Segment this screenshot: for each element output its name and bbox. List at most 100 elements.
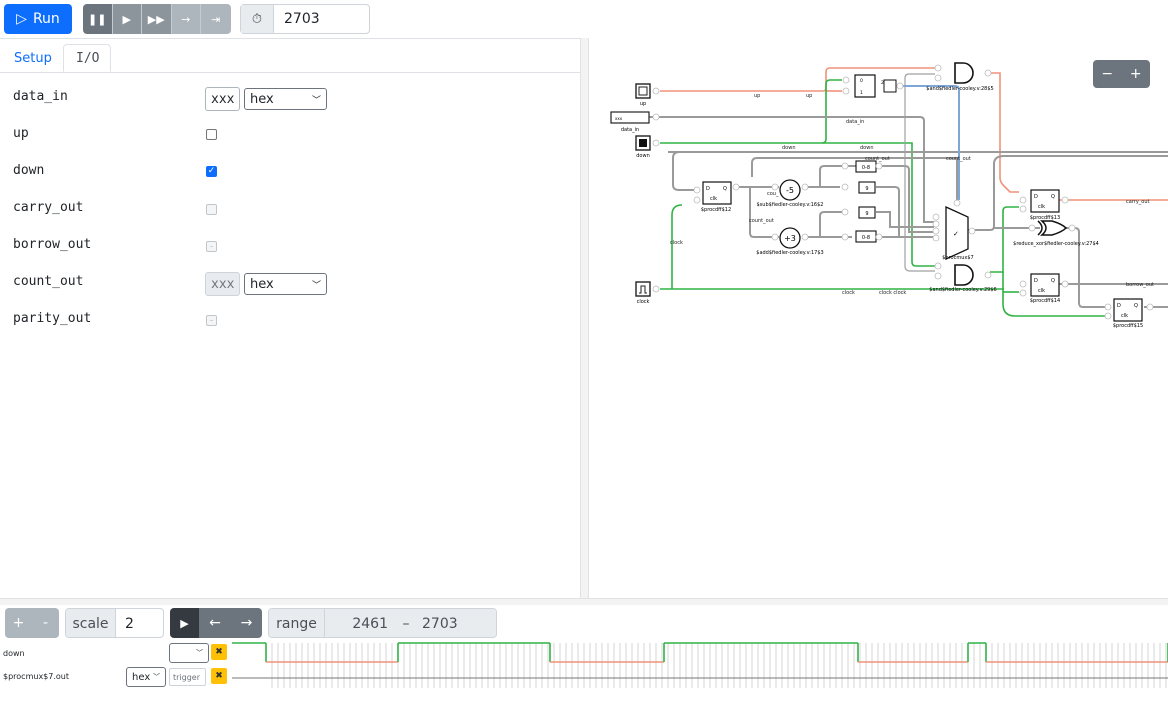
io-label-down: down (13, 163, 45, 178)
input-up-label: up (640, 101, 646, 107)
xor-label: $reduce_xor$fiedler-cooley.v:27$4 (1013, 241, 1099, 247)
concat-cell (854, 74, 876, 98)
dff-14-clk: clk (1038, 288, 1045, 294)
wire-label-count-out-2: count_out (946, 156, 971, 162)
io-label-up: up (13, 126, 29, 141)
pause-icon: ❚❚ (88, 12, 107, 26)
data-in-format-select[interactable]: hex﹀ (244, 88, 327, 110)
arrow-to-end-icon: ⇥ (211, 12, 221, 26)
dff-12-clk: clk (710, 196, 717, 202)
run-button[interactable]: ▷ Run (4, 4, 72, 34)
wire-label-carry-out: carry_out (1126, 199, 1150, 205)
wave-procmux-trigger-input[interactable]: trigger (169, 668, 206, 686)
data-in-value-input[interactable]: xxx (205, 87, 241, 111)
dff-15 (1113, 298, 1143, 322)
close-icon: ✖ (215, 671, 223, 681)
input-clock-label: clock (637, 299, 650, 305)
timer-icon: ⏱ (241, 5, 274, 33)
time-value: 2703 (284, 11, 320, 27)
wire-label-up-2: up (806, 93, 812, 99)
scale-value-input[interactable]: 2 (125, 616, 134, 632)
wave-procmux-format-select[interactable]: hex﹀ (126, 667, 166, 687)
wave-zoom-group: + - (5, 608, 59, 638)
input-data-in[interactable] (610, 111, 650, 124)
wire-label-count-out-3: count_out (749, 218, 774, 224)
circuit-diagram: up xxx data_in down clock $and$fiedler-c… (610, 62, 1168, 329)
const-a (858, 181, 876, 194)
dff-15-clk: clk (1121, 313, 1128, 319)
io-label-parity-out: parity_out (13, 311, 92, 326)
range-label: range (269, 609, 325, 637)
dff-13 (1030, 189, 1060, 213)
input-data-in-value: xxx (615, 116, 623, 121)
dff-12-q: Q (723, 186, 727, 192)
carry-out-checkbox (206, 204, 217, 215)
up-checkbox[interactable] (206, 129, 217, 140)
chevron-down-icon: ﹀ (153, 673, 160, 681)
parity-out-checkbox: – (206, 315, 217, 326)
wave-live-button[interactable]: ▶ (170, 608, 199, 638)
wire-label-clock-3: clock clock (879, 290, 906, 296)
step-button[interactable]: → (171, 4, 201, 34)
wave-name-procmux: $procmux$7.out (3, 672, 69, 681)
wave-zoom-in-button[interactable]: + (5, 608, 32, 638)
const-b-text: 9 (865, 211, 868, 217)
wave-nav-group: ▶ ← → (170, 608, 262, 638)
wire-label-clock-2: clock (842, 290, 855, 296)
count-out-format-select[interactable]: hex﹀ (244, 273, 327, 295)
tab-bar: Setup I/O (0, 42, 580, 73)
wave-back-button[interactable]: ← (199, 608, 231, 638)
pause-button[interactable]: ❚❚ (83, 4, 113, 34)
wire-label-count-out-1: count_out (865, 156, 890, 162)
dff-15-d: D (1117, 303, 1121, 309)
sub-op: -5 (786, 186, 794, 195)
wire-label-down-2: down (860, 145, 874, 151)
down-checkbox[interactable]: ✓ (206, 166, 217, 177)
and-gate-1-label: $and$fiedler-cooley.v:28$5 (926, 86, 993, 92)
wave-forward-button[interactable]: → (231, 608, 262, 638)
tab-setup[interactable]: Setup (14, 50, 52, 66)
slice-a-text: 0-8 (862, 165, 870, 171)
const-a-text: 9 (865, 186, 868, 192)
wave-zoom-out-button[interactable]: - (32, 608, 59, 638)
fast-forward-button[interactable]: ▶▶ (142, 4, 172, 34)
fast-forward-icon: ▶▶ (147, 12, 165, 26)
wire-label-cou: cou_ (767, 191, 779, 197)
wave-down-format-select[interactable]: ﹀ (169, 643, 209, 663)
zoom-out-button[interactable]: − (1101, 66, 1114, 82)
wave-down-remove-button[interactable]: ✖ (211, 644, 227, 660)
io-label-carry-out: carry_out (13, 200, 84, 215)
xor-gate (1040, 220, 1068, 236)
io-label-count-out: count_out (13, 274, 84, 289)
range-group: range 2461 – 2703 (268, 608, 497, 638)
mux-check: ✓ (953, 230, 959, 238)
play-button[interactable]: ▶ (112, 4, 142, 34)
play-icon: ▶ (180, 616, 189, 630)
close-icon: ✖ (215, 647, 223, 657)
left-panel (0, 38, 580, 599)
const-b (858, 206, 876, 219)
sub-label: $sub$fiedler-cooley.v:16$2 (757, 202, 824, 208)
tab-io[interactable]: I/O (63, 44, 111, 72)
horizontal-splitter[interactable] (0, 598, 1168, 605)
concat-port-1: 1 (860, 90, 863, 96)
and-gate-1 (954, 62, 974, 84)
dff-13-clk: clk (1038, 204, 1045, 210)
vertical-splitter[interactable] (580, 38, 589, 598)
range-end-value: 2703 (416, 609, 496, 637)
wire-label-clock-1: clock (670, 240, 683, 246)
waveform-canvas (232, 642, 1168, 688)
io-label-borrow-out: borrow_out (13, 237, 92, 252)
zoom-in-button[interactable]: + (1129, 66, 1142, 82)
wave-procmux-remove-button[interactable]: ✖ (211, 668, 227, 684)
chevron-down-icon: ﹀ (311, 95, 321, 106)
scale-label: scale (66, 609, 116, 637)
chevron-down-icon: ﹀ (311, 280, 321, 291)
step-to-end-button[interactable]: ⇥ (201, 4, 231, 34)
zoom-controls: − + (1093, 60, 1150, 88)
input-down-label: down (636, 153, 650, 159)
dff-12 (702, 181, 732, 205)
input-clock[interactable] (635, 281, 651, 297)
sim-controls: ❚❚ ▶ ▶▶ → ⇥ (83, 4, 231, 34)
slice-b-text: 0-8 (862, 235, 870, 241)
